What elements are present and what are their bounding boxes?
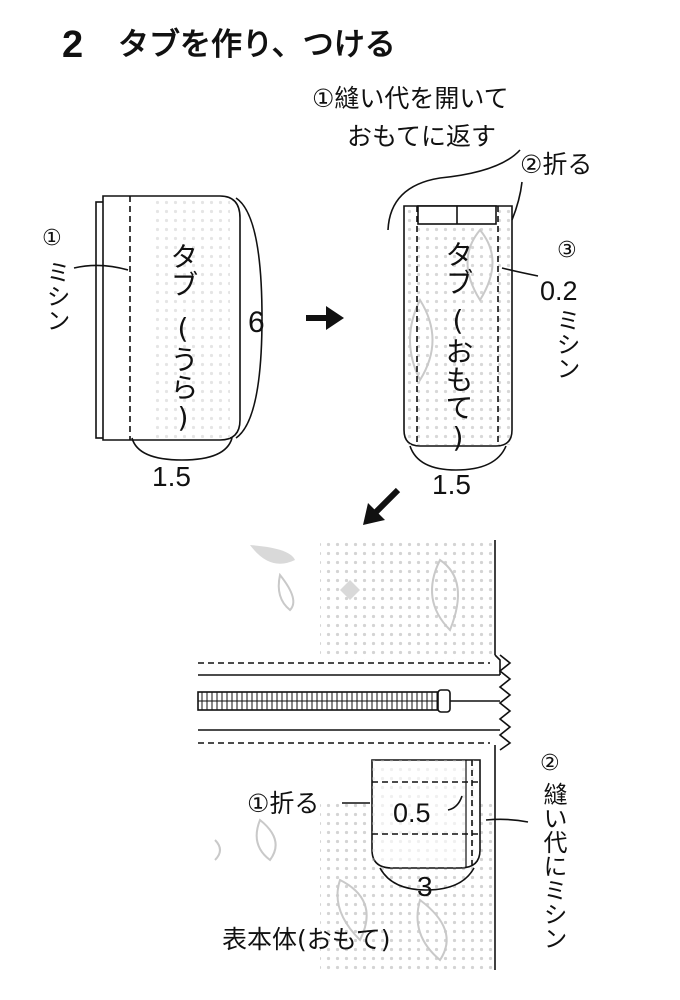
panel2-tab-label: タブ bbox=[442, 240, 475, 296]
panel1-dim-height: 6 bbox=[248, 306, 265, 339]
down-left-arrow bbox=[363, 487, 401, 525]
panel1-tab-label: タブ bbox=[167, 242, 200, 298]
panel2-note-open-line2: おもてに返す bbox=[347, 122, 496, 151]
panel1-tab-illustration bbox=[73, 195, 263, 461]
panel3-seam-marker: ② bbox=[540, 751, 560, 776]
panel1-dim-width: 1.5 bbox=[152, 461, 191, 492]
panel3-body-label: 表本体(おもて) bbox=[222, 925, 391, 954]
panel2-dim-width: 1.5 bbox=[432, 469, 471, 500]
panel2-stitch-marker: ③ bbox=[557, 238, 577, 263]
panel2-tab-illustration bbox=[387, 149, 539, 471]
panel2-note-open-line1: ①縫い代を開いて bbox=[312, 84, 509, 113]
zipper-stopper bbox=[437, 689, 451, 713]
right-arrow bbox=[306, 306, 344, 330]
step-title: タブを作り、つける bbox=[118, 27, 396, 63]
panel1-stitch-marker: ① bbox=[42, 226, 62, 251]
panel1-tab-side: (うら) bbox=[167, 312, 200, 434]
stitch-leader bbox=[73, 264, 129, 271]
panel3-seam-note: 縫い代にミシン bbox=[539, 782, 567, 950]
height-dim-line bbox=[235, 197, 263, 439]
panel2-stitch-note: ミシン bbox=[552, 308, 580, 380]
zipper-tape-edge bbox=[498, 654, 512, 751]
panel3-body-illustration bbox=[197, 540, 529, 970]
panel2-stitch-value: 0.2 bbox=[540, 276, 578, 306]
panel3-note-fold: ①折る bbox=[247, 789, 319, 818]
panel3-dim-fold: 0.5 bbox=[393, 798, 431, 828]
panel2-tab-side: (おもて) bbox=[442, 304, 475, 454]
panel1-stitch-note: ミシン bbox=[42, 260, 70, 332]
panel2-note-fold: ②折る bbox=[520, 150, 592, 179]
width-dim-line bbox=[131, 437, 233, 461]
step-number: 2 bbox=[62, 24, 83, 66]
panel3-dim-width: 3 bbox=[417, 871, 433, 902]
